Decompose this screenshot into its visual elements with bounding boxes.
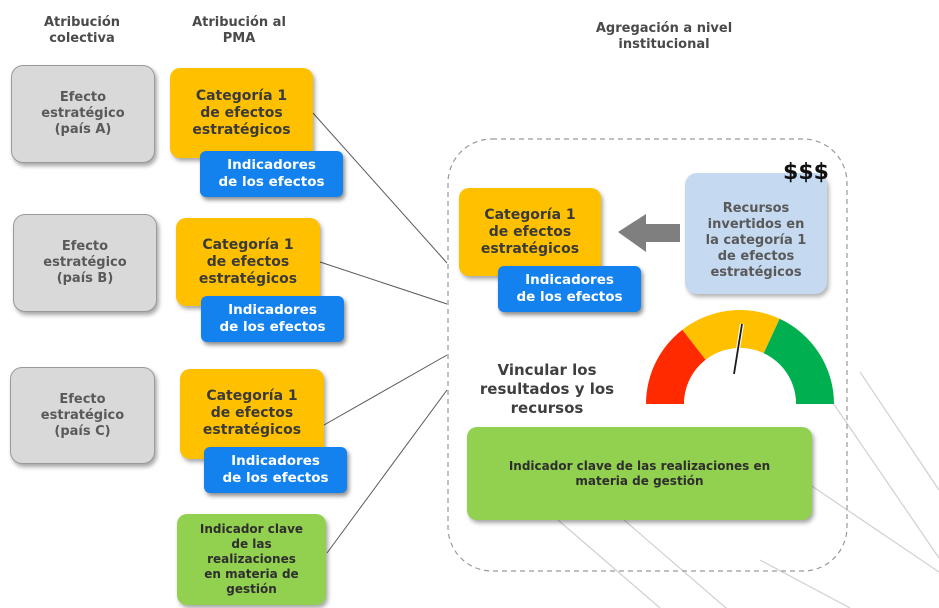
resources-box: Recursos invertidos en la categoría 1 de… (685, 173, 827, 294)
indicators-label: Indicadores de los efectos (516, 272, 623, 305)
effect-label: Efecto estratégico (país B) (43, 239, 127, 286)
header-collective-attribution: Atribución colectiva (43, 15, 121, 46)
effect-box-country-b: Efecto estratégico (país B) (13, 214, 157, 312)
gauge-icon (646, 309, 834, 404)
kpi-label: Indicador clave de las realizaciones en … (199, 522, 304, 596)
indicators-box-country-b: Indicadores de los efectos (201, 296, 344, 342)
effect-label: Efecto estratégico (país A) (41, 90, 125, 137)
category-label: Categoría 1 de efectos estratégicos (192, 88, 291, 138)
institutional-kpi-box: Indicador clave de las realizaciones en … (467, 427, 812, 520)
institutional-indicators-box: Indicadores de los efectos (498, 266, 641, 312)
indicators-label: Indicadores de los efectos (222, 453, 329, 486)
indicators-box-country-c: Indicadores de los efectos (204, 447, 347, 493)
effect-box-country-a: Efecto estratégico (país A) (11, 65, 155, 163)
category-label: Categoría 1 de efectos estratégicos (198, 237, 298, 287)
left-arrow-icon (618, 214, 680, 252)
indicators-box-country-a: Indicadores de los efectos (200, 151, 343, 197)
category-box-country-c: Categoría 1 de efectos estratégicos (180, 369, 324, 459)
kpi-label: Indicador clave de las realizaciones en … (508, 458, 771, 488)
money-label: $$$ (783, 160, 829, 185)
indicators-label: Indicadores de los efectos (218, 157, 325, 190)
link-results-resources-label: Vincular los resultados y los recursos (479, 361, 615, 417)
category-box-country-b: Categoría 1 de efectos estratégicos (176, 218, 320, 306)
connector-lines (312, 112, 448, 554)
category-label: Categoría 1 de efectos estratégicos (202, 388, 302, 438)
effect-box-country-c: Efecto estratégico (país C) (10, 367, 155, 464)
category-box-country-a: Categoría 1 de efectos estratégicos (170, 68, 313, 158)
header-institutional-aggregation: Agregación a nivel institucional (595, 21, 733, 52)
kpi-box-left: Indicador clave de las realizaciones en … (177, 514, 326, 605)
institutional-category-box: Categoría 1 de efectos estratégicos (459, 188, 601, 276)
resources-label: Recursos invertidos en la categoría 1 de… (705, 200, 807, 280)
institutional-container (447, 138, 848, 572)
category-label: Categoría 1 de efectos estratégicos (480, 207, 580, 257)
indicators-label: Indicadores de los efectos (219, 302, 326, 335)
effect-label: Efecto estratégico (país C) (40, 391, 125, 439)
header-wfp-attribution: Atribución al PMA (192, 15, 286, 46)
